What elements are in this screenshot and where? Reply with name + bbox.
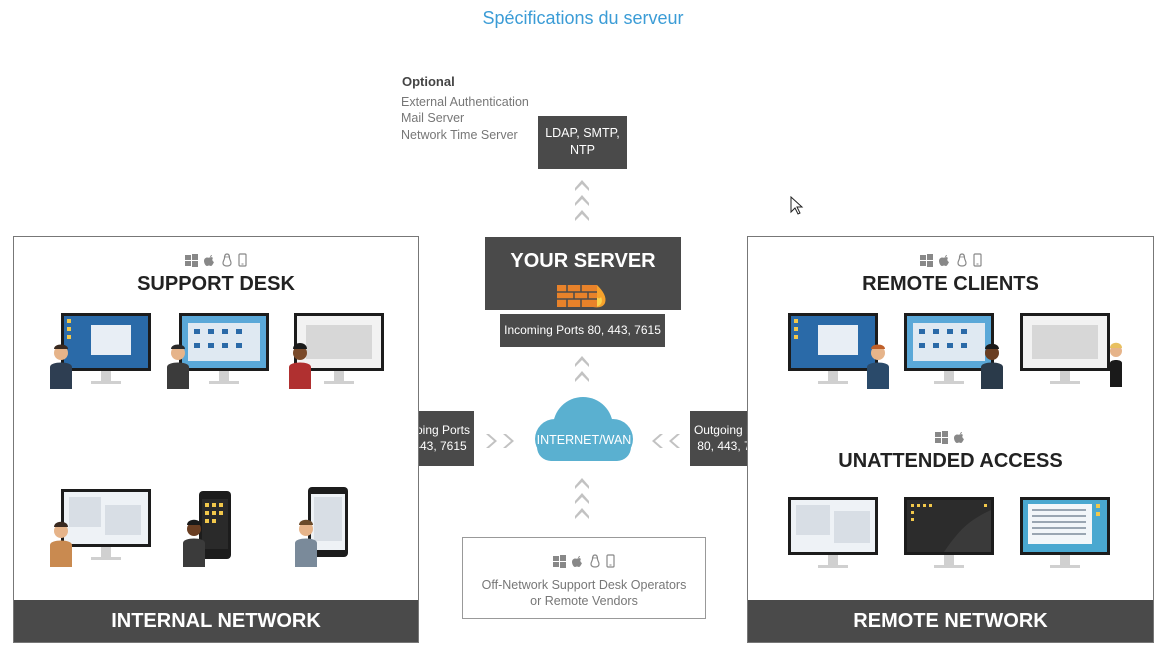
internal-network-panel: SUPPORT DESK	[13, 236, 419, 643]
mobile-icon	[238, 253, 247, 267]
support-desk-workstation	[50, 489, 151, 567]
support-desk-tablet	[295, 487, 348, 567]
support-desk-os-icons	[14, 253, 418, 267]
optional-services-line-2: NTP	[570, 143, 595, 157]
up-arrows-icon	[575, 356, 589, 382]
remote-network-panel: REMOTE CLIENTS UNATTENDED ACCESS	[747, 236, 1154, 643]
support-desk-heading: SUPPORT DESK	[137, 273, 295, 295]
optional-services-box: LDAP, SMTP, NTP	[538, 116, 627, 169]
remote-client-workstation	[904, 313, 1003, 389]
up-arrows-icon	[575, 478, 589, 519]
support-desk-workstation	[167, 313, 269, 389]
left-arrows-icon	[652, 434, 680, 448]
windows-icon	[185, 253, 198, 267]
apple-icon	[572, 556, 582, 567]
your-server-box: YOUR SERVER	[485, 237, 681, 310]
support-desk-mobile	[183, 491, 231, 567]
unattended-os-icons	[748, 430, 1153, 444]
internal-network-footer: INTERNAL NETWORK	[14, 600, 418, 642]
remote-clients-heading: REMOTE CLIENTS	[862, 273, 1039, 295]
mobile-icon	[972, 253, 982, 267]
support-desk-workstation	[289, 313, 384, 389]
apple-icon	[954, 432, 964, 443]
apple-icon	[204, 255, 214, 266]
off-network-os-icons	[463, 554, 705, 568]
mouse-cursor-icon	[790, 196, 804, 215]
up-arrows-icon	[575, 180, 589, 221]
windows-icon	[553, 554, 566, 568]
firewall-icon	[557, 285, 606, 308]
windows-icon	[935, 430, 948, 444]
unattended-workstation	[1020, 497, 1110, 568]
incoming-ports-box: Incoming Ports 80, 443, 7615	[500, 314, 665, 347]
off-network-line-2: or Remote Vendors	[530, 594, 638, 608]
optional-heading: Optional	[402, 74, 455, 89]
optional-item-mail-server: Mail Server	[401, 111, 465, 125]
internet-label: INTERNET/WAN	[536, 433, 632, 447]
windows-icon	[919, 253, 933, 267]
optional-services-line-1: LDAP, SMTP,	[545, 126, 620, 140]
remote-client-workstation	[788, 313, 889, 389]
off-network-box: Off-Network Support Desk Operators or Re…	[462, 537, 706, 619]
linux-icon	[222, 253, 232, 267]
linux-icon	[956, 253, 967, 267]
mobile-icon	[606, 554, 615, 568]
optional-item-ntp: Network Time Server	[401, 128, 518, 142]
unattended-workstation	[788, 497, 878, 568]
your-server-label: YOUR SERVER	[510, 250, 656, 272]
remote-network-footer: REMOTE NETWORK	[748, 600, 1153, 642]
page-title: Spécifications du serveur	[482, 8, 684, 28]
linux-icon	[590, 554, 600, 568]
off-network-line-1: Off-Network Support Desk Operators	[481, 578, 687, 592]
internet-cloud-icon	[535, 397, 633, 461]
apple-icon	[938, 255, 949, 266]
support-desk-workstation	[50, 313, 151, 389]
optional-item-external-auth: External Authentication	[401, 95, 529, 109]
unattended-access-heading: UNATTENDED ACCESS	[838, 450, 1063, 472]
remote-client-workstation	[1020, 313, 1122, 387]
unattended-workstation	[904, 497, 994, 568]
remote-clients-os-icons	[748, 253, 1153, 267]
right-arrows-icon	[486, 434, 514, 448]
